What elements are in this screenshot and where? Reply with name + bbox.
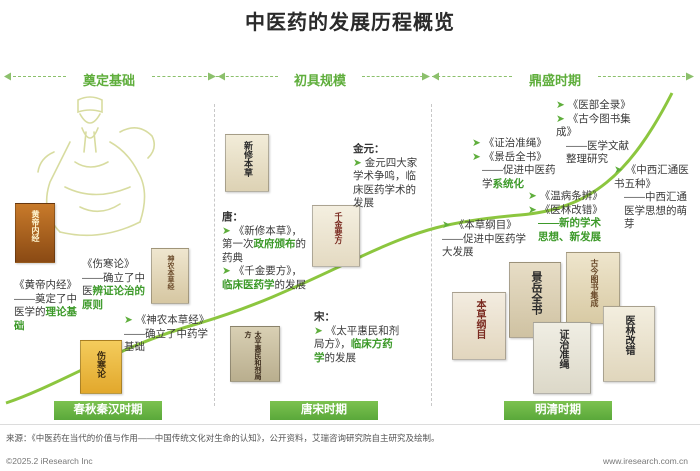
stage-arrow-line: [216, 76, 278, 77]
book-cover-huangdi: 黄帝内经: [15, 203, 55, 263]
book-cover-shanghan: 伤寒论: [80, 340, 122, 394]
text-jinyuan-section: 金元： ➤ 金元四大家学术争鸣，临床医药学术的发展: [353, 143, 418, 209]
text-zhongxi-huitong: ➤ 《中西汇通医书五种》 ——中西汇通医学思想的萌芽: [614, 164, 689, 230]
period-bar-tang-song: 唐宋时期: [270, 401, 378, 420]
stage-heading-scale: 初具规模: [293, 73, 346, 88]
stage-arrow-line: [8, 76, 66, 77]
text-shennong-bencao: ➤ 《神农本草经》——确立了中药学基础: [124, 314, 210, 353]
period-bar-qin-han: 春秋秦汉时期: [54, 401, 162, 420]
text-zhengzhi-jingyue: ➤ 《证治准绳》 ➤ 《景岳全书》 ——促进中医药学系统化: [472, 137, 556, 190]
stage-arrowheads: [4, 72, 694, 81]
source-note: 来源：《中医药在当代的价值与作用——中国传统文化对生命的认知》，公开资料，艾瑞咨…: [6, 433, 440, 443]
text-wenbing-yilin: ➤ 《温病条辨》 ➤ 《医林改错》 ——新的学术思想、新发展: [528, 190, 603, 243]
right-arrowhead-icon: [686, 72, 694, 81]
text-yibu-quanlu: ➤ 《医部全录》 ➤ 《古今图书集成》 ——医学文献整理研究: [556, 99, 631, 165]
stage-heading-peak: 鼎盛时期: [528, 73, 581, 88]
text-tang-section: 唐： ➤ 《新修本草》，第一次政府颁布的药典 ➤ 《千金要方》，临床医药学的发展: [222, 211, 306, 291]
footer-divider: [0, 424, 700, 425]
stage-arrow-line: [152, 76, 212, 77]
book-cover-yilin: 医林改错: [603, 306, 655, 382]
left-arrowhead-icon: [218, 72, 225, 81]
page-title: 中医药的发展历程概览: [245, 12, 455, 34]
left-arrowhead-icon: [4, 72, 11, 81]
right-arrowhead-icon: [208, 72, 216, 81]
stage-heading-foundation: 奠定基础: [82, 73, 135, 88]
text-shanghan-lun: 《伤寒论》——确立了中医辨证论治的原则: [82, 258, 145, 311]
book-cover-zhengzhi: 证治准绳: [533, 322, 591, 394]
book-cover-shennong: 神农本草经: [151, 248, 189, 304]
stage-separator: [214, 104, 215, 406]
stage-arrow-line: [432, 76, 512, 77]
book-cover-bencao: 本草纲目: [452, 292, 506, 360]
stage-separator: [431, 104, 432, 406]
left-arrowhead-icon: [432, 72, 439, 81]
text-huangdi-neijing: 《黄帝内经》——奠定了中医学的理论基础: [14, 279, 77, 332]
book-cover-xinxiu: 新修本草: [225, 134, 269, 192]
text-bencao-gangmu: ➤ 《本草纲目》——促进中医药学大发展: [442, 219, 526, 258]
copyright: ©2025.2 iResearch Inc: [6, 456, 93, 466]
text-song-section: 宋： ➤ 《太平惠民和剂局方》，临床方药学的发展: [314, 311, 400, 364]
stage-arrow-line: [598, 76, 690, 77]
book-cover-taiping: 太平惠民和剂局方: [230, 326, 280, 382]
book-cover-qianjin: 千金要方: [312, 205, 360, 267]
right-arrowhead-icon: [422, 72, 430, 81]
website-link[interactable]: www.iresearch.com.cn: [602, 456, 688, 466]
stage-arrow-line: [362, 76, 428, 77]
period-bar-ming-qing: 明清时期: [504, 401, 612, 420]
